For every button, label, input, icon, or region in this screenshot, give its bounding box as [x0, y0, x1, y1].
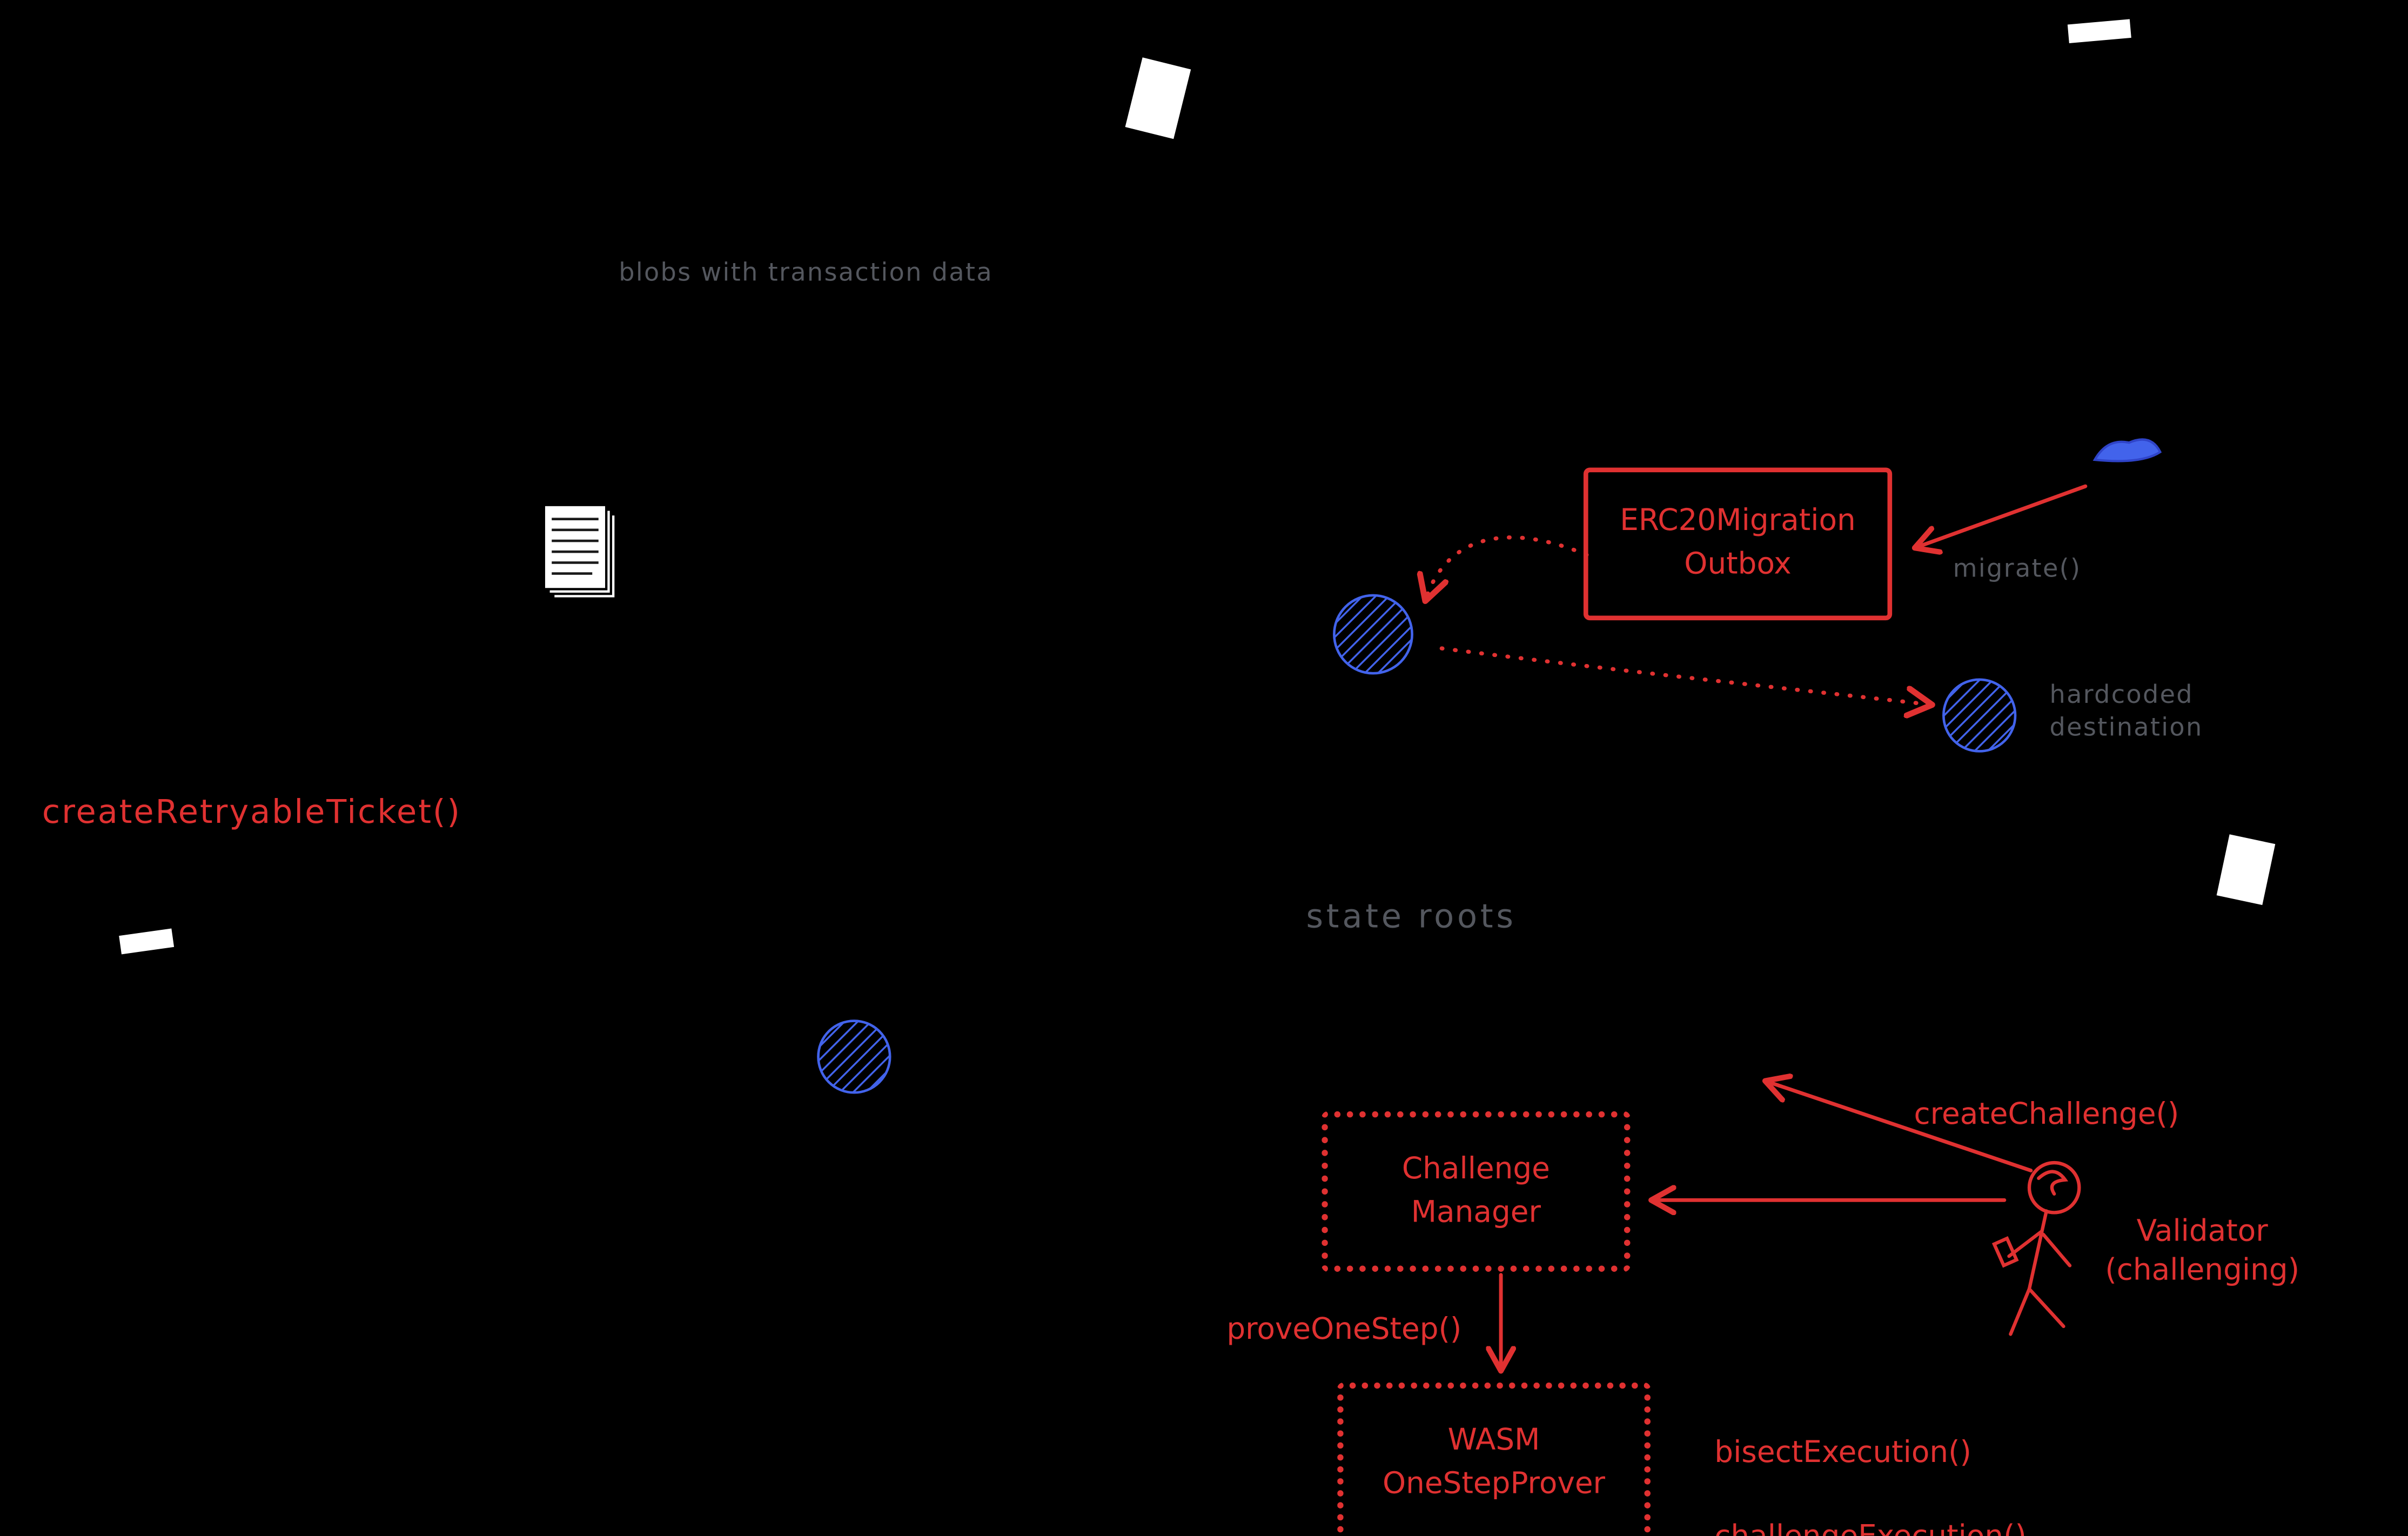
- bisect-execution-label: bisectExecution(): [1714, 1435, 1971, 1470]
- wasm-one-step-prover-box: WASM OneStepProver: [1337, 1382, 1651, 1536]
- prove-one-step-label: proveOneStep(): [1226, 1312, 1462, 1347]
- document-icon: [542, 504, 617, 600]
- outbox-to-contract-dotted-arrow: [1426, 535, 1589, 599]
- stick-figure-icon: [1991, 1161, 2081, 1336]
- challenge-call-list: bisectExecution() challengeExecution() o…: [1714, 1390, 2088, 1536]
- erc20-migration-outbox-box: ERC20Migration Outbox: [1583, 467, 1893, 621]
- challenge-execution-label: challengeExecution(): [1714, 1517, 2088, 1536]
- blobs-with-transaction-data-label: blobs with transaction data: [619, 257, 993, 287]
- migrate-arrow: [1917, 484, 2088, 547]
- challenge-manager-box: Challenge Manager: [1322, 1111, 1631, 1272]
- validator-challenging-label: Validator (challenging): [2105, 1214, 2300, 1288]
- contract-node-icon: [817, 594, 2017, 1094]
- create-retryable-ticket-label: createRetryableTicket(): [42, 793, 461, 831]
- blue-blob-icon: [2092, 438, 2162, 462]
- hardcoded-destination-label: hardcoded destination: [2049, 679, 2203, 742]
- contract-to-destination-dotted-arrow: [1439, 646, 1929, 705]
- create-challenge-label: createChallenge(): [1914, 1097, 2179, 1132]
- create-challenge-arrow: [1767, 1082, 2033, 1172]
- white-fragment-rect: [119, 19, 2276, 955]
- migrate-label: migrate(): [1953, 553, 2082, 583]
- state-roots-label: state roots: [1306, 897, 1517, 935]
